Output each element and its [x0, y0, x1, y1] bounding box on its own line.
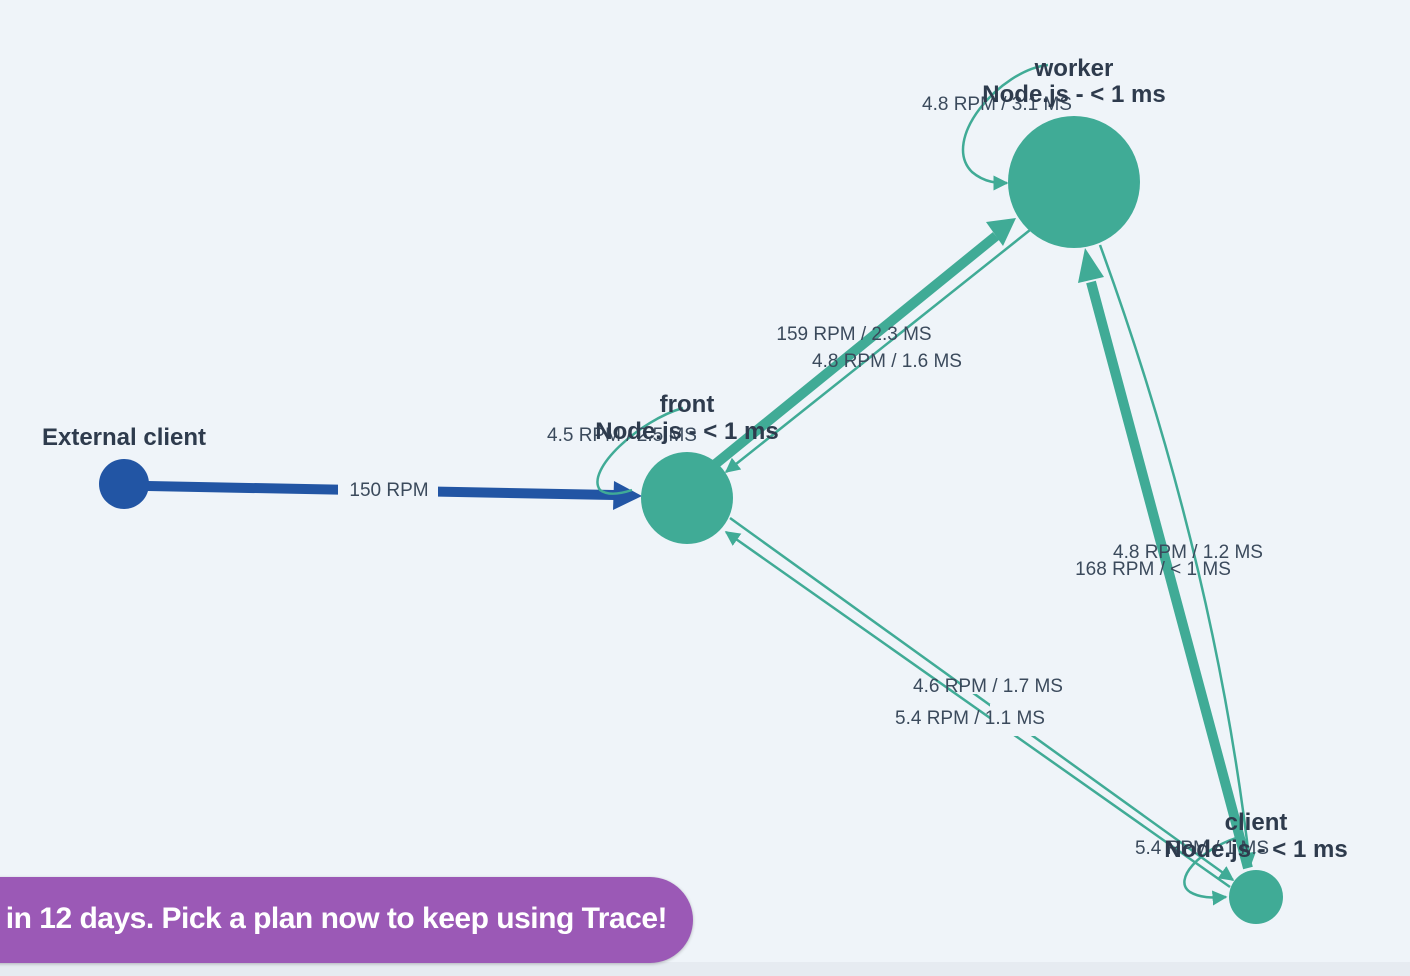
client-subtitle: Node.js - < 1 ms	[1164, 836, 1347, 863]
edge-label-worker-client: 4.8 RPM / 1.2 MS	[1113, 542, 1263, 563]
edge-label-client-self: 5.4 RPM / 1 MS	[1135, 838, 1269, 859]
client-node[interactable]	[1229, 870, 1283, 924]
edge-label-worker-self: 4.8 RPM / 3.1 MS	[922, 94, 1072, 115]
edge-label-front-worker: 159 RPM / 2.3 MS	[776, 324, 931, 345]
external-client-node[interactable]	[99, 459, 149, 509]
edge-client-to-worker[interactable]	[1078, 248, 1253, 870]
client-title: client	[1225, 809, 1288, 836]
front-subtitle: Node.js - < 1 ms	[595, 418, 778, 445]
edge-label-client-worker: 168 RPM / < 1 MS	[1075, 559, 1231, 580]
bottom-strip	[0, 962, 1410, 976]
edge-worker-to-front[interactable]	[724, 229, 1031, 473]
worker-subtitle: Node.js - < 1 ms	[982, 81, 1165, 108]
trial-expiry-banner[interactable]: Your trial expires in 12 days. Pick a pl…	[0, 877, 693, 963]
edge-front-self[interactable]	[596, 406, 684, 495]
trial-expiry-text[interactable]: Your trial expires in 12 days. Pick a pl…	[0, 902, 667, 935]
edge-label-worker-front: 4.8 RPM / 1.6 MS	[812, 351, 962, 372]
edge-front-to-worker[interactable]	[709, 218, 1016, 470]
worker-node[interactable]	[1008, 116, 1140, 248]
worker-title: worker	[1034, 55, 1114, 82]
front-node[interactable]	[641, 452, 733, 544]
edge-label-front-self: 4.5 RPM / 2.5 MS	[547, 425, 697, 446]
edge-worker-self[interactable]	[961, 63, 1049, 191]
edge-client-to-front[interactable]	[724, 530, 1231, 889]
edge-client-self[interactable]	[1183, 836, 1237, 906]
edge-front-to-client[interactable]	[729, 516, 1235, 882]
front-title: front	[660, 391, 715, 418]
external-client-title: External client	[42, 424, 206, 451]
edge-worker-to-client[interactable]	[1098, 244, 1256, 868]
edge-label-external-front: 150 RPM	[349, 480, 428, 501]
edge-label-front-client: 4.6 RPM / 1.7 MS	[913, 676, 1063, 697]
edge-label-client-front: 5.4 RPM / 1.1 MS	[895, 708, 1045, 729]
